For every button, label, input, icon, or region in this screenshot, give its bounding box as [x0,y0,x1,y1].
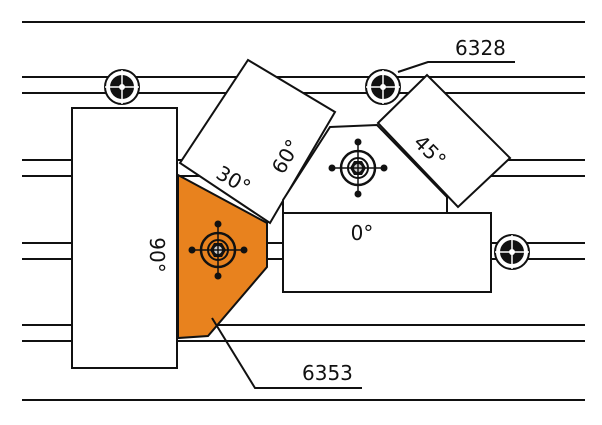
stop-block-30-60 [178,58,337,225]
bolt-icon [365,69,401,105]
leader-line-6328 [397,61,515,73]
bolt-icon [104,69,140,105]
angle-label-90: 90° [145,237,169,272]
part-label-6328: 6328 [455,36,506,60]
highlighted-stop-6353 [177,173,268,340]
bolt-icon [494,234,530,270]
leader-line-6353 [211,317,362,389]
stop-block-45 [376,73,512,209]
angle-label-0: 0° [351,221,374,245]
stop-block-0 [282,212,492,293]
part-label-6353: 6353 [302,361,353,385]
